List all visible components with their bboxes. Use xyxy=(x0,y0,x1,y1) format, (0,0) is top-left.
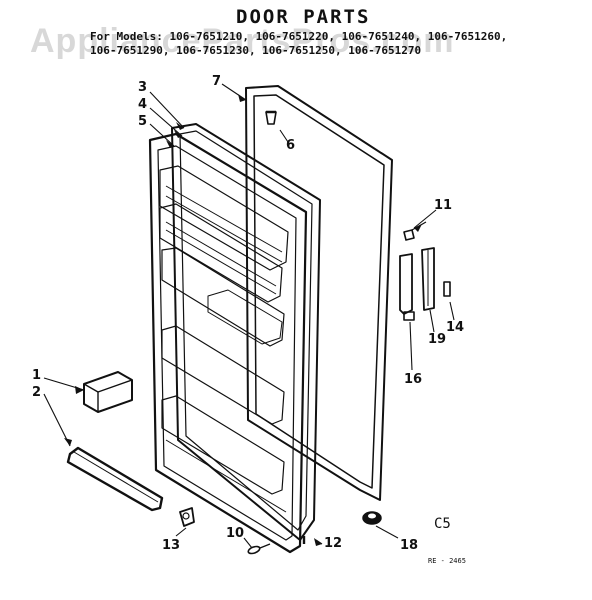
model-list-line-1: For Models: 106-7651210, 106-7651220, 10… xyxy=(90,30,508,43)
callout-1: 1 xyxy=(32,368,42,383)
callout-10: 10 xyxy=(226,526,245,541)
callout-5: 5 xyxy=(138,114,148,129)
callout-4: 4 xyxy=(138,97,148,112)
section-code: C5 xyxy=(434,516,451,532)
callout-16: 16 xyxy=(404,372,423,387)
callout-7: 7 xyxy=(212,74,222,89)
door-stop-bracket xyxy=(399,253,415,321)
retainer-clip xyxy=(443,281,451,297)
model-list: For Models: 106-7651210, 106-7651220, 10… xyxy=(90,30,540,58)
screw xyxy=(247,543,271,555)
bushing xyxy=(362,511,382,525)
callout-12: 12 xyxy=(324,536,343,551)
arrowheads xyxy=(64,94,422,546)
model-list-line-2: 106-7651290, 106-7651230, 106-7651250, 1… xyxy=(90,44,422,57)
callout-3: 3 xyxy=(138,80,148,95)
reference-code: RE - 2465 xyxy=(428,557,466,565)
door-plug xyxy=(265,110,277,125)
diagram-title: DOOR PARTS xyxy=(236,6,371,28)
shelf-rail xyxy=(66,446,164,512)
hinge-pin xyxy=(403,221,427,241)
watermark: AppliancePartsPros.com xyxy=(30,22,455,60)
callout-13: 13 xyxy=(162,538,181,553)
callout-14: 14 xyxy=(446,320,465,335)
leader-lines xyxy=(43,83,455,549)
callout-2: 2 xyxy=(32,385,42,400)
callout-18: 18 xyxy=(400,538,419,553)
handle-screw xyxy=(179,507,195,527)
door-liner xyxy=(148,132,308,554)
callout-19: 19 xyxy=(428,332,447,347)
breaker-strip xyxy=(171,123,321,541)
callout-11: 11 xyxy=(434,198,453,213)
door-shelf xyxy=(83,371,133,413)
callout-6: 6 xyxy=(286,138,296,153)
handle-bracket xyxy=(421,247,435,311)
